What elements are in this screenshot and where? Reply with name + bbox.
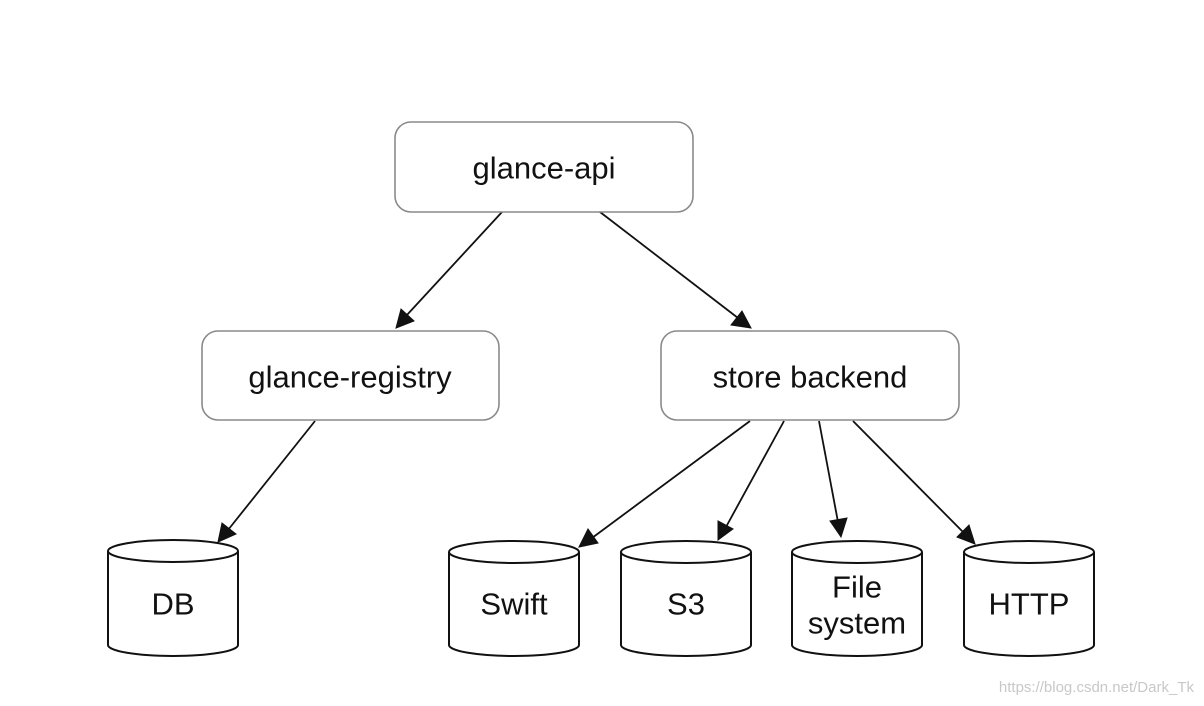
store-s3: S3 — [620, 540, 752, 657]
node-glance-api-label: glance-api — [472, 151, 615, 186]
store-file-system-label-line2: system — [808, 606, 906, 641]
store-http-label: HTTP — [989, 587, 1070, 622]
node-glance-api: glance-api — [394, 121, 694, 213]
edge-backend-to-swift — [578, 420, 751, 548]
node-store-backend-label: store backend — [713, 360, 908, 395]
store-http: HTTP — [963, 540, 1095, 657]
store-file-system-label-line1: File — [832, 570, 882, 605]
edge-backend-to-http — [852, 420, 976, 545]
edge-backend-to-s3 — [717, 420, 785, 541]
store-db-label: DB — [151, 587, 194, 622]
watermark-text: https://blog.csdn.net/Dark_Tk — [998, 679, 1194, 696]
store-file-system: File system — [791, 540, 923, 657]
store-swift-label: Swift — [480, 587, 548, 622]
edge-api-to-registry — [395, 211, 503, 329]
edge-registry-to-db — [217, 420, 316, 543]
node-store-backend: store backend — [660, 330, 960, 421]
store-db: DB — [107, 539, 239, 657]
edge-backend-to-file-system — [818, 420, 848, 539]
edge-api-to-store-backend — [599, 211, 752, 329]
node-glance-registry: glance-registry — [201, 330, 500, 421]
node-glance-registry-label: glance-registry — [248, 360, 452, 395]
store-swift: Swift — [448, 540, 580, 657]
store-s3-label: S3 — [667, 587, 705, 622]
